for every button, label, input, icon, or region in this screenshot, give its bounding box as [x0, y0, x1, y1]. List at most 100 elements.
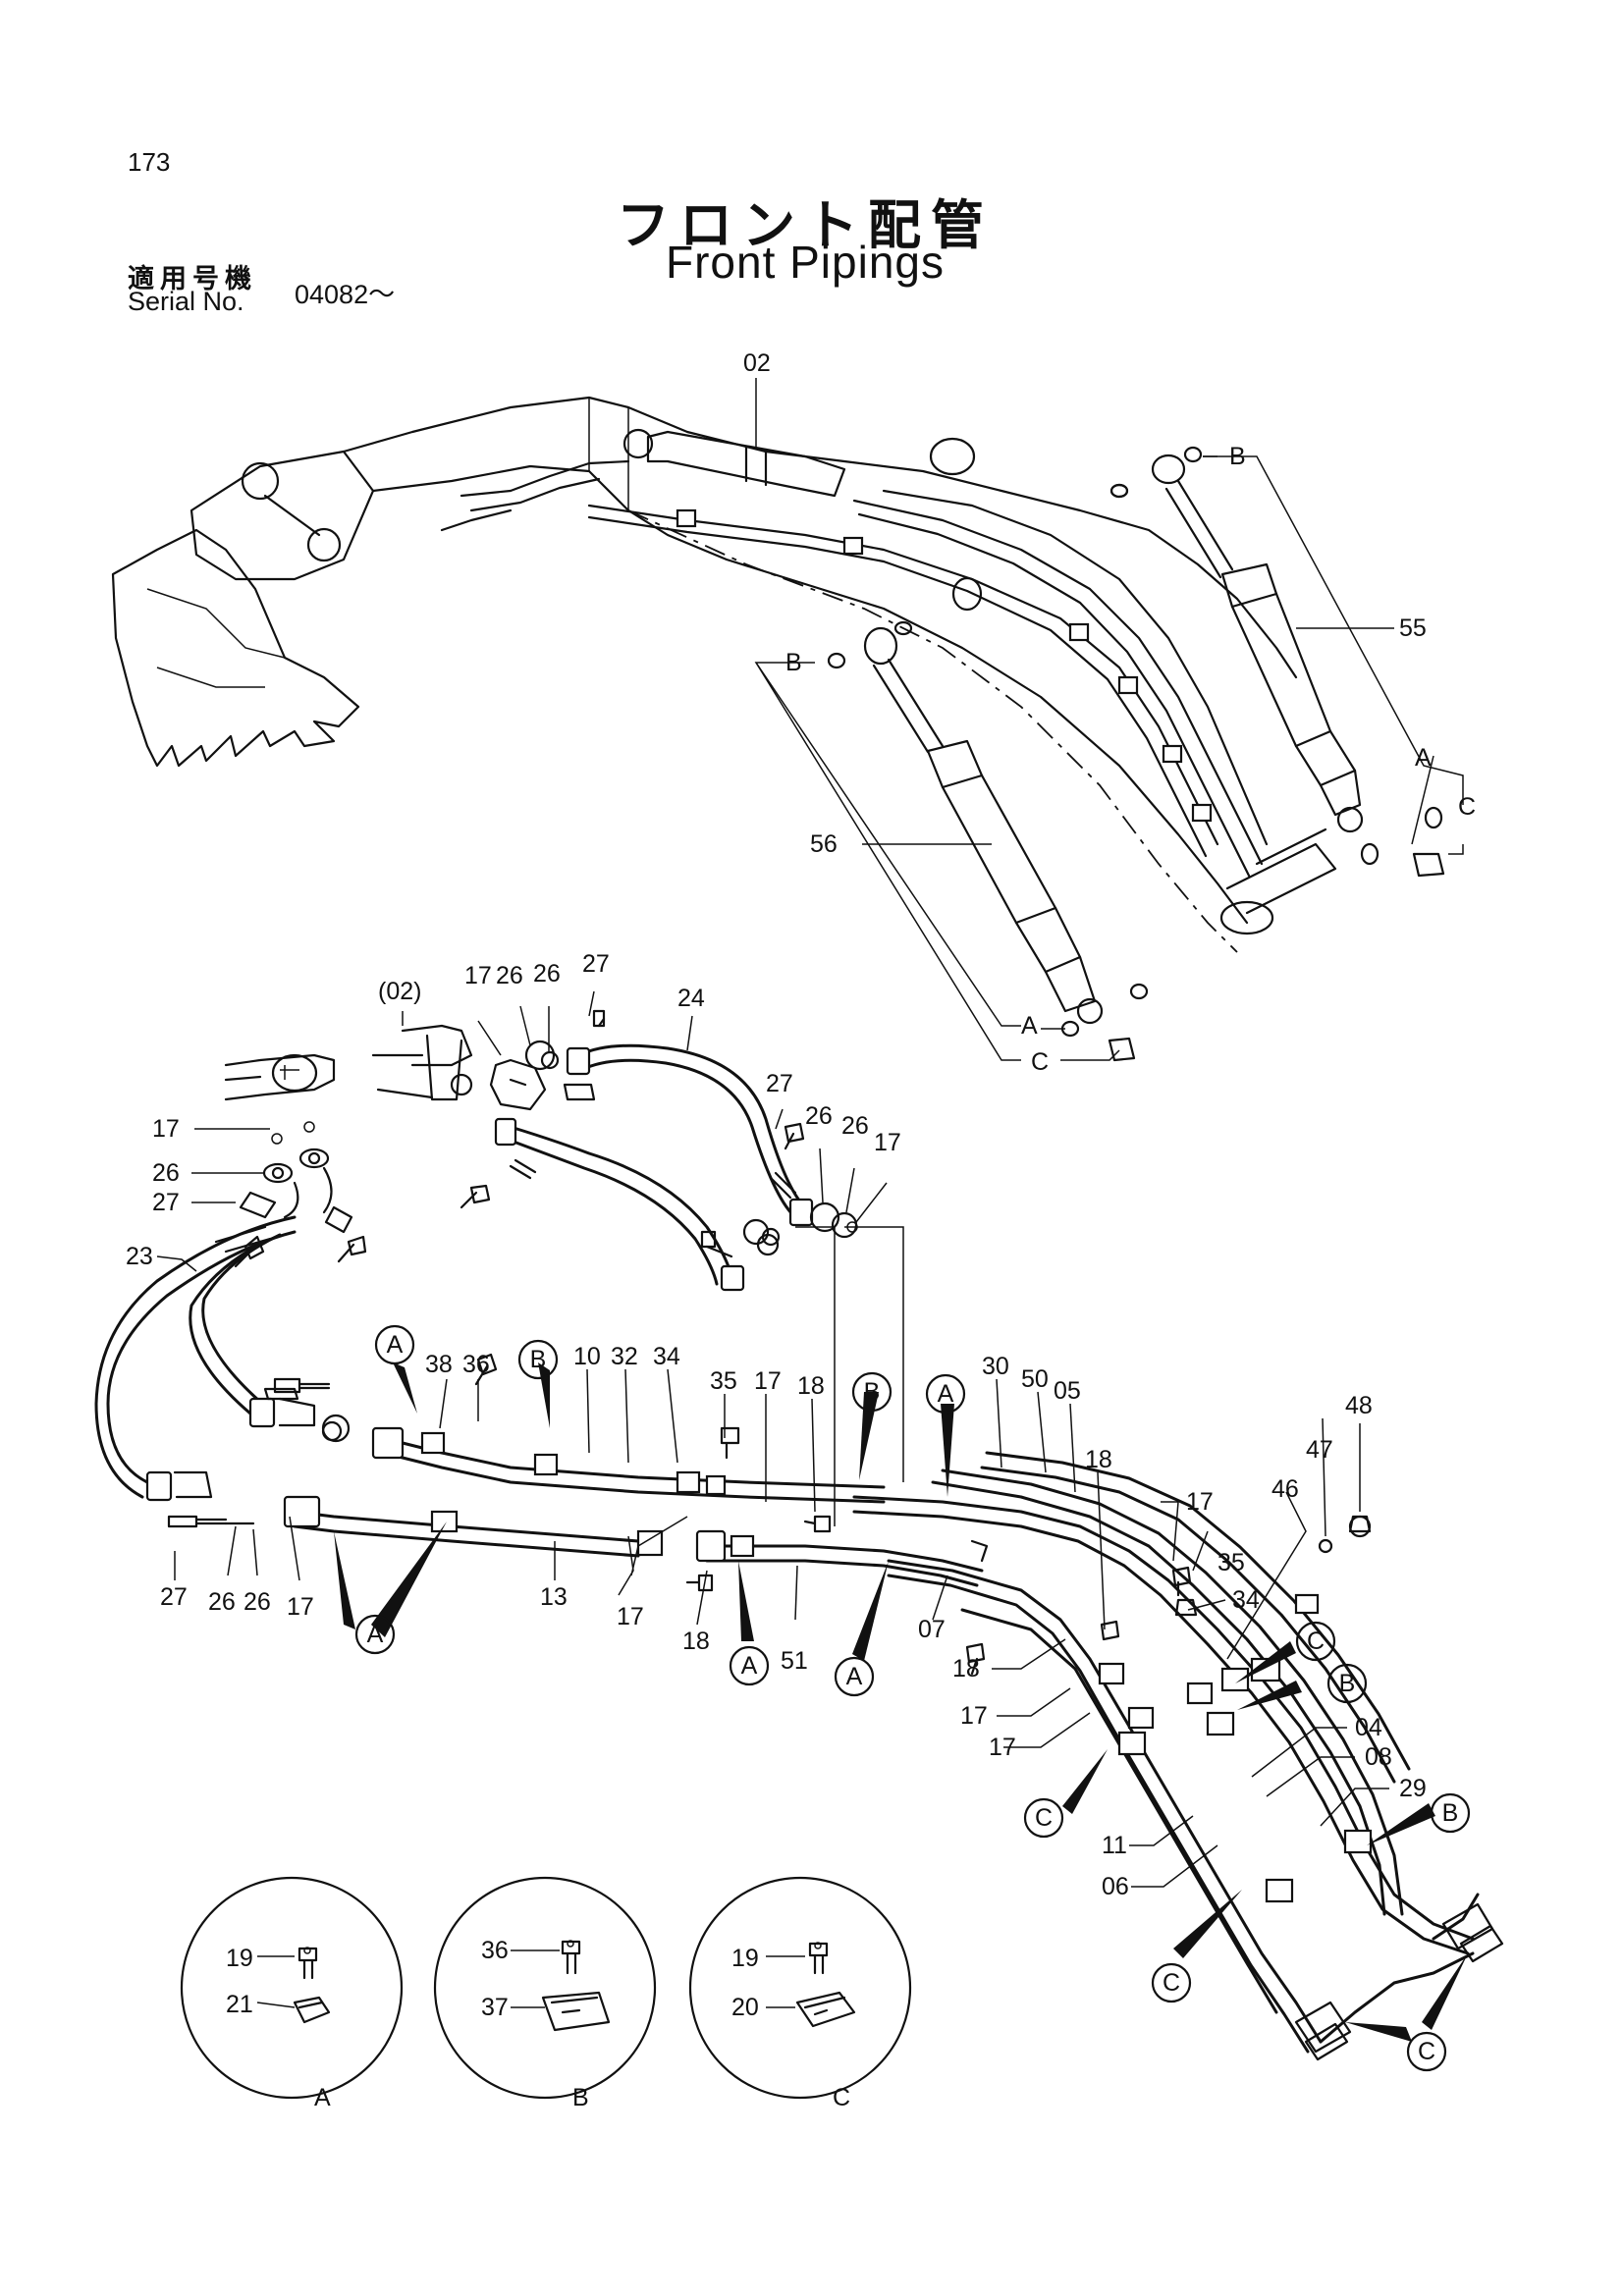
- callout-b: B: [785, 649, 802, 676]
- top-leader-lines: [754, 378, 1464, 1061]
- callout-38: 38: [425, 1351, 453, 1378]
- callout-48: 48: [1345, 1392, 1373, 1419]
- detail-c-bolt-callout: 19: [731, 1945, 759, 1972]
- callout-08: 08: [1365, 1743, 1392, 1771]
- callout-26: 26: [208, 1588, 236, 1616]
- callout-11: 11: [1102, 1832, 1127, 1859]
- marker-label: B: [1442, 1799, 1459, 1827]
- callout-32: 32: [611, 1343, 638, 1370]
- callout-30: 30: [982, 1353, 1009, 1380]
- callout-04: 04: [1355, 1714, 1382, 1741]
- callout-35: 35: [1217, 1549, 1245, 1576]
- marker-label: A: [367, 1621, 384, 1648]
- bolt-icons: [167, 1122, 1192, 1676]
- detail-a: 19 21 A: [180, 1876, 404, 2111]
- lower-leader-lines: [156, 990, 1389, 1888]
- top-callouts: 02 B 55 A C B 56 A C: [743, 349, 1476, 1076]
- callout-17: 17: [874, 1129, 901, 1156]
- callout-13: 13: [540, 1583, 568, 1611]
- callout-17: 17: [960, 1702, 988, 1730]
- callout-36: 36: [462, 1351, 490, 1378]
- detail-b-bolt-callout: 36: [481, 1937, 509, 1964]
- callout-26: 26: [805, 1102, 833, 1130]
- marker-label: C: [1418, 2038, 1435, 2065]
- callout-b: B: [1229, 443, 1246, 470]
- circle-marker-b: [517, 1339, 559, 1380]
- detail-b-label: B: [572, 2084, 589, 2111]
- serial-number-value: 04082〜: [295, 280, 396, 309]
- callout-17: 17: [617, 1603, 644, 1630]
- detail-a-clamp-callout: 21: [226, 1991, 253, 2018]
- callout-24: 24: [677, 985, 705, 1012]
- marker-label: A: [741, 1652, 758, 1680]
- marker-label: B: [864, 1378, 881, 1406]
- callout-18: 18: [952, 1655, 980, 1682]
- hose-callouts: (02) 17 26 26 27 24 27 26 26 17 17 26 27…: [126, 950, 901, 1621]
- serial-label-english: Serial No.: [128, 287, 244, 316]
- callout-34: 34: [1232, 1586, 1260, 1614]
- callout-18: 18: [1085, 1446, 1112, 1473]
- arm-and-bucket-drawing: [111, 396, 1337, 953]
- callout-26: 26: [152, 1159, 180, 1187]
- callout-29: 29: [1399, 1775, 1427, 1802]
- callout-50: 50: [1021, 1365, 1049, 1393]
- callout-23: 23: [126, 1243, 153, 1270]
- callout-17: 17: [152, 1115, 180, 1143]
- callout-55: 55: [1399, 614, 1427, 642]
- callout-46: 46: [1271, 1475, 1299, 1503]
- circle-marker-a: [834, 1656, 875, 1697]
- reference-markers: [334, 1362, 1468, 2042]
- circle-marker-b: [851, 1371, 893, 1413]
- callout-a: A: [1415, 744, 1432, 772]
- callout-47: 47: [1306, 1436, 1333, 1464]
- marker-label: B: [1339, 1670, 1356, 1697]
- page-number: 173: [128, 147, 171, 177]
- circle-marker-b: [1430, 1792, 1471, 1834]
- callout-c: C: [1031, 1048, 1049, 1076]
- cylinder-55: [1109, 446, 1445, 878]
- callout-17: 17: [989, 1734, 1016, 1761]
- callout-05: 05: [1054, 1377, 1081, 1405]
- callout-10: 10: [573, 1343, 601, 1370]
- line-callouts: 38 36 10 32 34 35 17 18 30 50 05 18 13 1…: [425, 1343, 1427, 1900]
- callout-35: 35: [710, 1367, 737, 1395]
- callout-02: 02: [743, 349, 771, 377]
- callout-26: 26: [496, 962, 523, 989]
- detail-a-label: A: [314, 2084, 331, 2111]
- callout-26: 26: [243, 1588, 271, 1616]
- callout-18: 18: [797, 1372, 825, 1400]
- callout-27: 27: [160, 1583, 188, 1611]
- cylinder-56: [827, 626, 1149, 1062]
- callout-02-ref: (02): [378, 978, 421, 1005]
- circle-marker-c: [1295, 1621, 1336, 1662]
- callout-07: 07: [918, 1616, 946, 1643]
- circle-marker-a: [374, 1324, 415, 1365]
- marker-label: B: [530, 1346, 547, 1373]
- serial-label-japanese: 適用号機: [128, 264, 257, 294]
- callout-17: 17: [1186, 1488, 1214, 1516]
- callout-18: 18: [682, 1628, 710, 1655]
- marker-label: C: [1035, 1804, 1053, 1832]
- circle-labels: A B B A A A A C B C B C C: [354, 1324, 1471, 2072]
- callout-c: C: [1458, 793, 1476, 821]
- detail-a-bolt-callout: 19: [226, 1945, 253, 1972]
- callout-17: 17: [287, 1593, 314, 1621]
- callout-51: 51: [781, 1647, 808, 1675]
- marker-label: A: [846, 1663, 863, 1690]
- detail-b-clamp-callout: 37: [481, 1994, 509, 2021]
- title-japanese: フロント配管: [617, 194, 994, 256]
- callout-06: 06: [1102, 1873, 1129, 1900]
- callout-27: 27: [152, 1189, 180, 1216]
- detail-b: 36 37 B: [433, 1876, 657, 2111]
- callout-a: A: [1021, 1012, 1038, 1040]
- callout-27: 27: [582, 950, 610, 978]
- detail-c-label: C: [833, 2084, 850, 2111]
- circle-marker-a: [354, 1614, 396, 1655]
- circle-marker-b: [1326, 1663, 1368, 1704]
- detail-c-clamp-callout: 20: [731, 1994, 759, 2021]
- marker-label: C: [1163, 1969, 1180, 1997]
- title-english: Front Pipings: [665, 237, 945, 288]
- circle-marker-c: [1406, 2031, 1447, 2072]
